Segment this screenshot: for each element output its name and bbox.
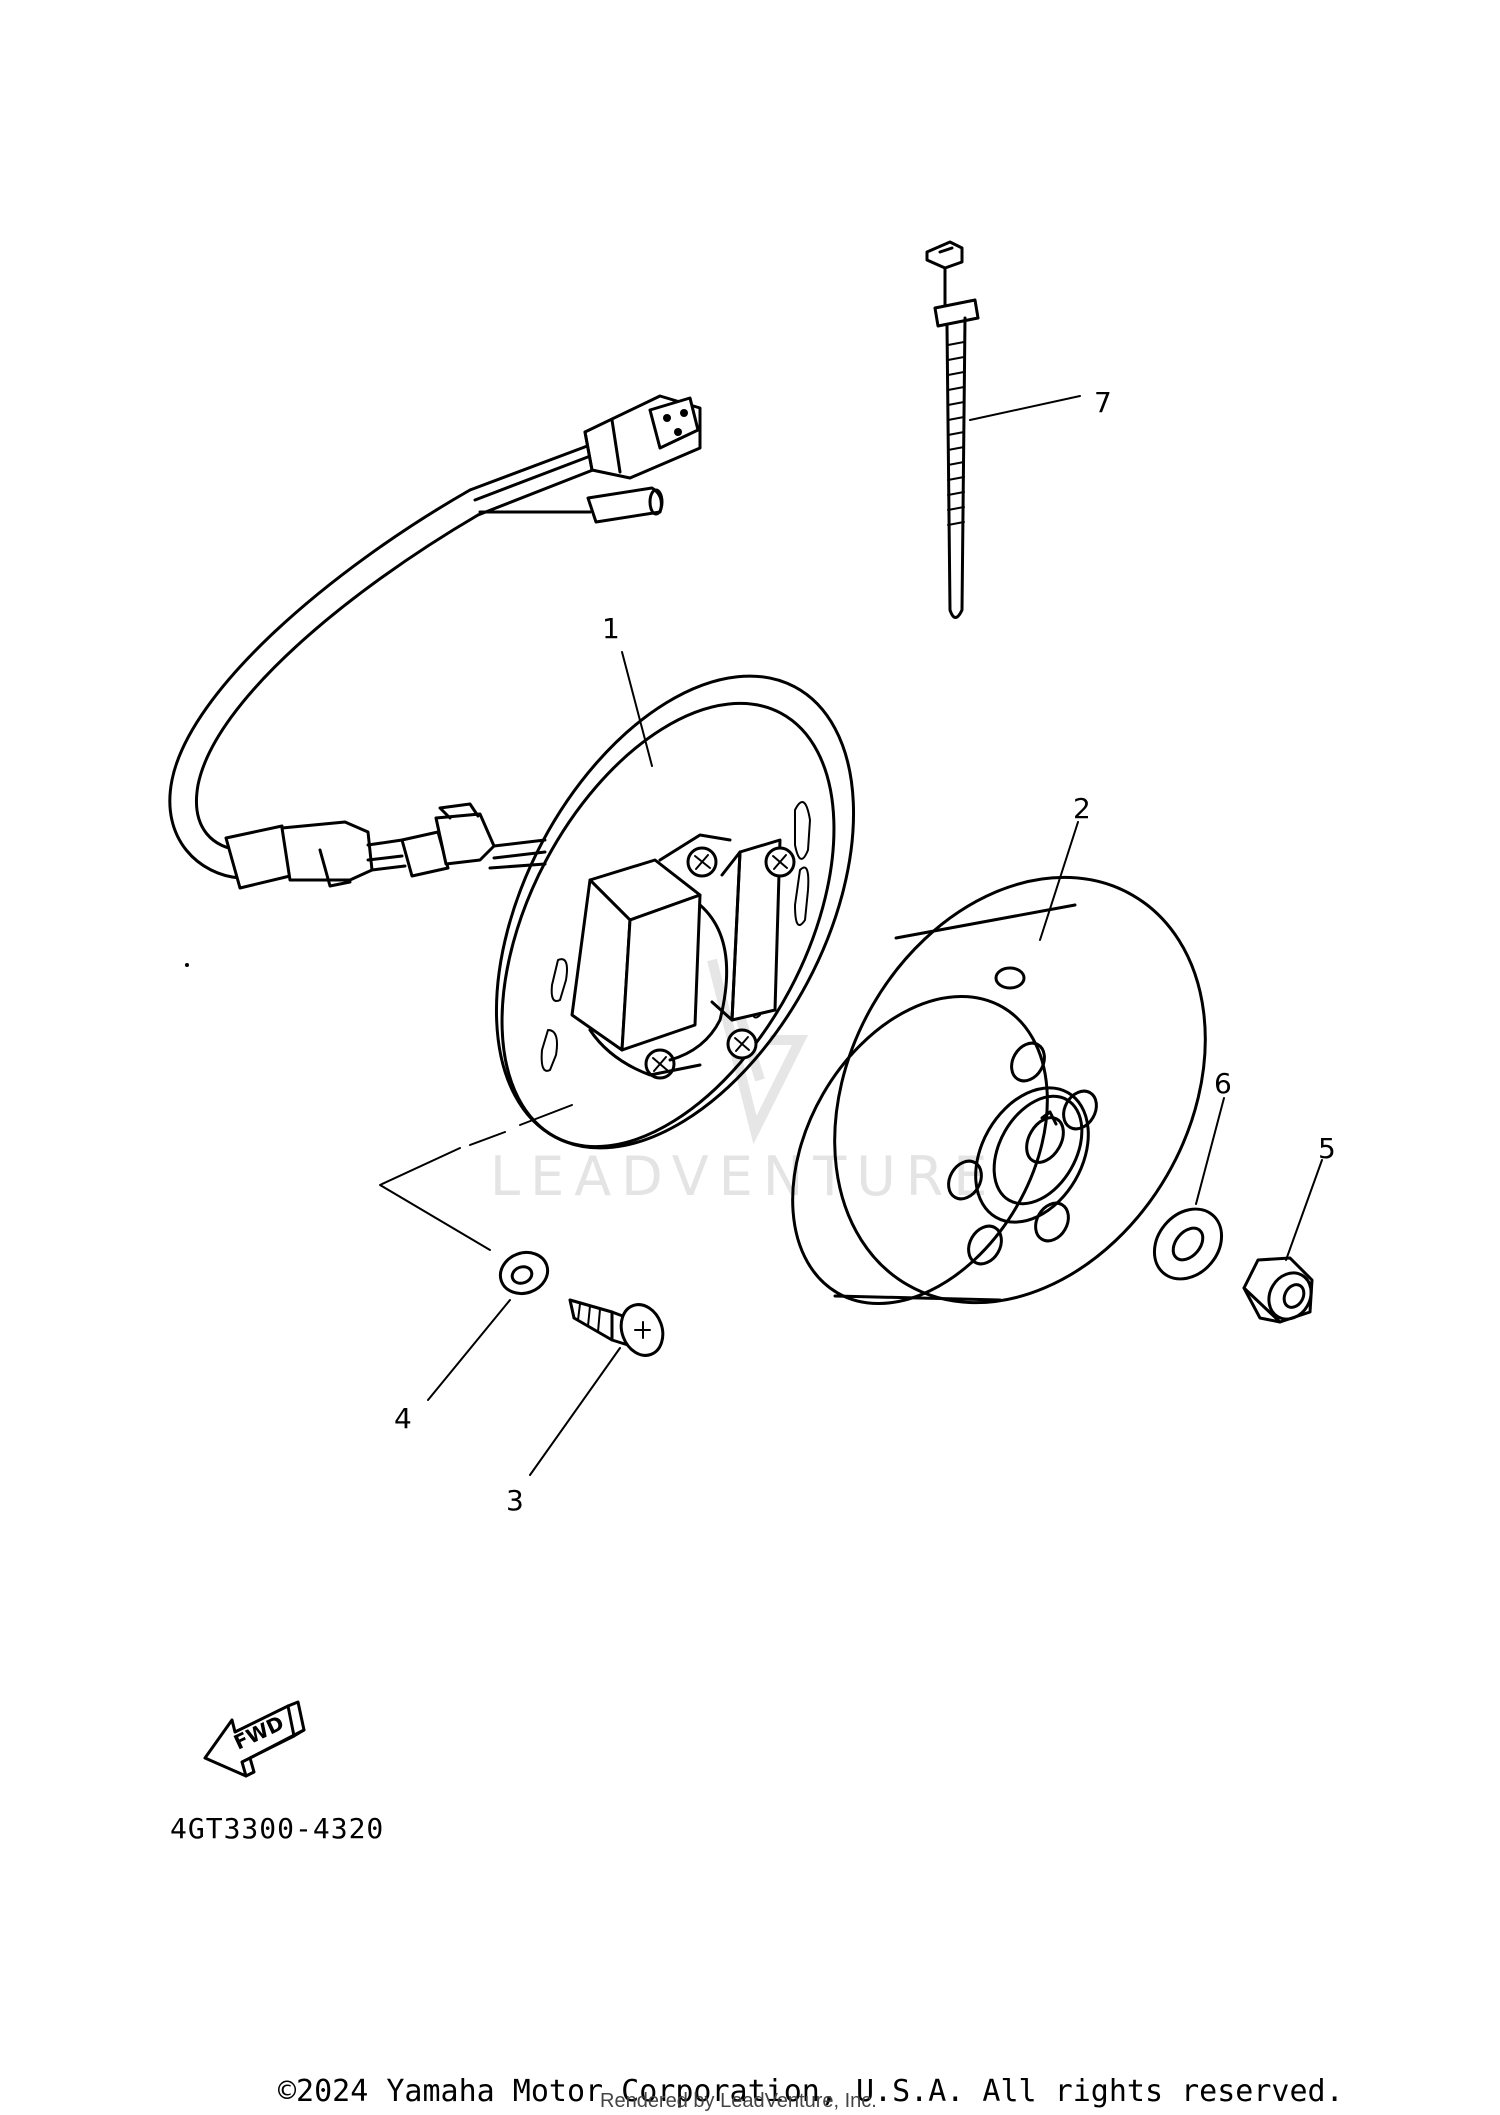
callout-4[interactable]: 4: [394, 1402, 412, 1435]
stator-screw-leader: [379, 1104, 573, 1251]
stator-assembly-part[interactable]: [423, 616, 927, 1207]
callout-2[interactable]: 2: [1073, 792, 1091, 825]
diagram-code: 4GT3300-4320: [170, 1812, 384, 1845]
stray-dot: [185, 963, 189, 967]
flywheel-hole-set: [947, 1041, 1098, 1266]
flywheel-rotor-part[interactable]: [741, 810, 1280, 1370]
callout-3[interactable]: 3: [506, 1484, 524, 1517]
callout-5[interactable]: 5: [1318, 1132, 1336, 1165]
callout-1[interactable]: 1: [602, 612, 620, 645]
copyright-notice: ©2024 Yamaha Motor Corporation, U.S.A. A…: [278, 2074, 1344, 2109]
callout-labels: 1 2 3 4 5 6 7: [394, 386, 1336, 1517]
callout-6[interactable]: 6: [1214, 1067, 1232, 1100]
watermark-text: LEADVENTURE: [490, 1145, 997, 1208]
fwd-arrow-icon: FWD: [203, 1700, 306, 1778]
washer-small-part[interactable]: [495, 1246, 554, 1300]
washer-large-part[interactable]: [1141, 1196, 1236, 1293]
harness-wire: [168, 394, 702, 890]
nut-part[interactable]: [1242, 1256, 1319, 1327]
cable-tie-part[interactable]: [925, 240, 980, 619]
callout-7[interactable]: 7: [1094, 386, 1112, 419]
rendered-by-credit: Rendered by LeadVenture, Inc.: [600, 2090, 877, 2112]
screw-part[interactable]: [568, 1298, 670, 1362]
leader-lines: [427, 395, 1323, 1476]
